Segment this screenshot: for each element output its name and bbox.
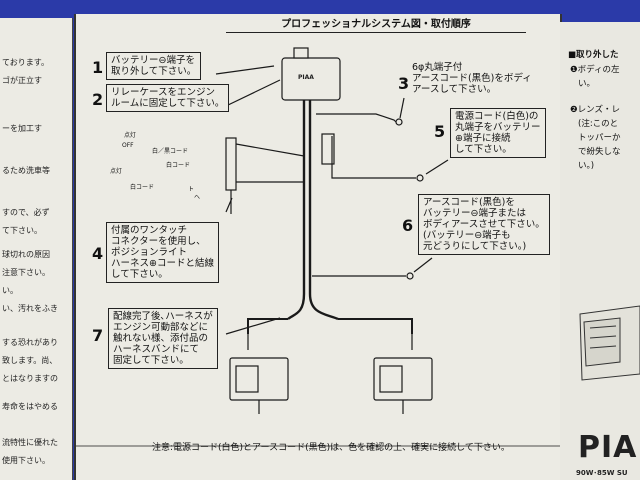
caution-note: 注意:電源コード(白色)とアースコード(黒色)は、色を確認の上、確実に接続して下… xyxy=(152,443,510,453)
step-number-5: 5 xyxy=(434,122,446,141)
removal-line: ❷レンズ・レ xyxy=(570,105,620,115)
left-instruction-panel: ております。 ゴが正立す ーを加工す るため洗車等 すので、必ず て下さい。 球… xyxy=(0,18,73,480)
switch-label: ヘ xyxy=(194,194,201,201)
switch-label: 白／黒コード xyxy=(152,148,189,155)
step-3-text: 6φ丸端子付 アースコード(黒色)をボディ アースして下さい。 xyxy=(412,62,532,95)
left-text-line: 流特性に優れた xyxy=(2,438,58,447)
relay-tab xyxy=(293,47,309,59)
left-text-line: 寿命をはやめる xyxy=(2,402,58,411)
diagram-title: プロフェッショナルシステム図・取付順序 xyxy=(226,18,526,33)
step-number-4: 4 xyxy=(92,244,104,263)
switch-label: 白コード xyxy=(130,184,155,191)
leader-step7 xyxy=(225,317,281,335)
lamp-illustration xyxy=(579,305,640,381)
product-spec: 90W･85W SU xyxy=(576,469,628,477)
fuse-holder xyxy=(321,133,335,165)
removal-line: (注:このと xyxy=(578,119,619,129)
removal-line: ❶ボディの左 xyxy=(570,65,620,75)
right-instruction-panel: ■取り外した ❶ボディの左 い。 ❷レンズ・レ (注:このと トッパーか で紛失… xyxy=(560,22,640,480)
main-harness-2 xyxy=(308,100,339,321)
leader-step6 xyxy=(413,257,433,273)
switch-label: ト xyxy=(188,186,195,193)
left-text-line: て下さい。 xyxy=(2,226,42,235)
left-text-line: い、汚れをふき xyxy=(2,304,58,313)
left-text-line: るため洗車等 xyxy=(2,166,50,175)
step-4-text: 付属のワンタッチ コネクターを使用し、 ポジションライト ハーネス⊕コードと結線… xyxy=(106,222,219,283)
left-text-line: ゴが正立す xyxy=(2,76,42,85)
left-text-line: 使用下さい。 xyxy=(2,456,50,465)
lamp-lens xyxy=(583,317,621,367)
left-text-line: ーを加工す xyxy=(2,124,42,133)
leader-step2 xyxy=(225,79,281,107)
switch-label: 白コード xyxy=(166,162,191,169)
left-text-line: 球切れの原因 xyxy=(2,250,50,259)
removal-line: トッパーか xyxy=(578,133,621,143)
switch-cord xyxy=(235,143,305,157)
switch-label: OFF xyxy=(122,142,134,149)
left-text-line: すので、必ず xyxy=(2,208,50,217)
leader-step3 xyxy=(399,97,405,119)
connector xyxy=(225,137,237,191)
main-harness xyxy=(287,100,306,320)
removal-line: い。) xyxy=(578,161,595,171)
step-number-6: 6 xyxy=(402,216,414,235)
switch-label: 点灯 xyxy=(124,132,137,139)
removal-line: い。 xyxy=(578,79,596,89)
left-text-line: 注意下さい。 xyxy=(2,268,50,277)
left-text-line: ております。 xyxy=(2,58,49,67)
wiring-diagram xyxy=(76,47,560,447)
wiring-diagram-panel: プロフェッショナルシステム図・取付順序 PIAA 点灯 OFF 白／黒コード 白… xyxy=(74,14,562,480)
fog-lamp-right xyxy=(373,357,433,401)
left-text-line: する恐れがあり xyxy=(2,338,58,347)
removal-line: で紛失しな xyxy=(578,147,621,157)
lamp-lens-right xyxy=(379,365,403,393)
left-text-line: 致します。尚、 xyxy=(2,356,58,365)
step-number-2: 2 xyxy=(92,90,104,109)
ground-cord-3 xyxy=(316,113,397,123)
step-number-3: 3 xyxy=(398,74,410,93)
lamp-lens-left xyxy=(235,365,259,393)
step-number-1: 1 xyxy=(92,58,104,77)
leader-step4 xyxy=(225,197,233,213)
left-text-line: い。 xyxy=(2,286,18,295)
step-7-text: 配線完了後､ハーネスが エンジン可動部などに 触れない様、添付品の ハーネスバン… xyxy=(108,308,218,369)
left-text-line: とはなりますの xyxy=(2,374,58,383)
power-terminal-5 xyxy=(416,174,424,182)
brand-logo-text: PIA xyxy=(578,430,638,465)
step-1-text: バッテリー⊖端子を 取り外して下さい。 xyxy=(106,52,202,80)
step-number-7: 7 xyxy=(92,326,104,345)
switch-label: 点灯 xyxy=(110,168,123,175)
leader-step1 xyxy=(215,65,275,75)
relay-brand: PIAA xyxy=(298,74,314,81)
ground-terminal-3 xyxy=(395,118,403,126)
fog-lamp-left xyxy=(229,357,289,401)
leader-step5 xyxy=(425,159,449,175)
lamp-branch-right xyxy=(338,318,413,334)
step-2-text: リレーケースをエンジン ルームに固定して下さい。 xyxy=(106,84,230,112)
step-6-text: アースコード(黒色)を バッテリー⊖端子または ボディアースさせて下さい。 (バ… xyxy=(418,194,550,255)
step-5-text: 電源コード(白色)の 丸端子をバッテリー ⊕端子に接続 して下さい。 xyxy=(450,108,546,158)
ground-terminal-6 xyxy=(406,272,414,280)
power-cord-5 xyxy=(331,136,416,179)
removal-heading: ■取り外した xyxy=(568,50,619,60)
